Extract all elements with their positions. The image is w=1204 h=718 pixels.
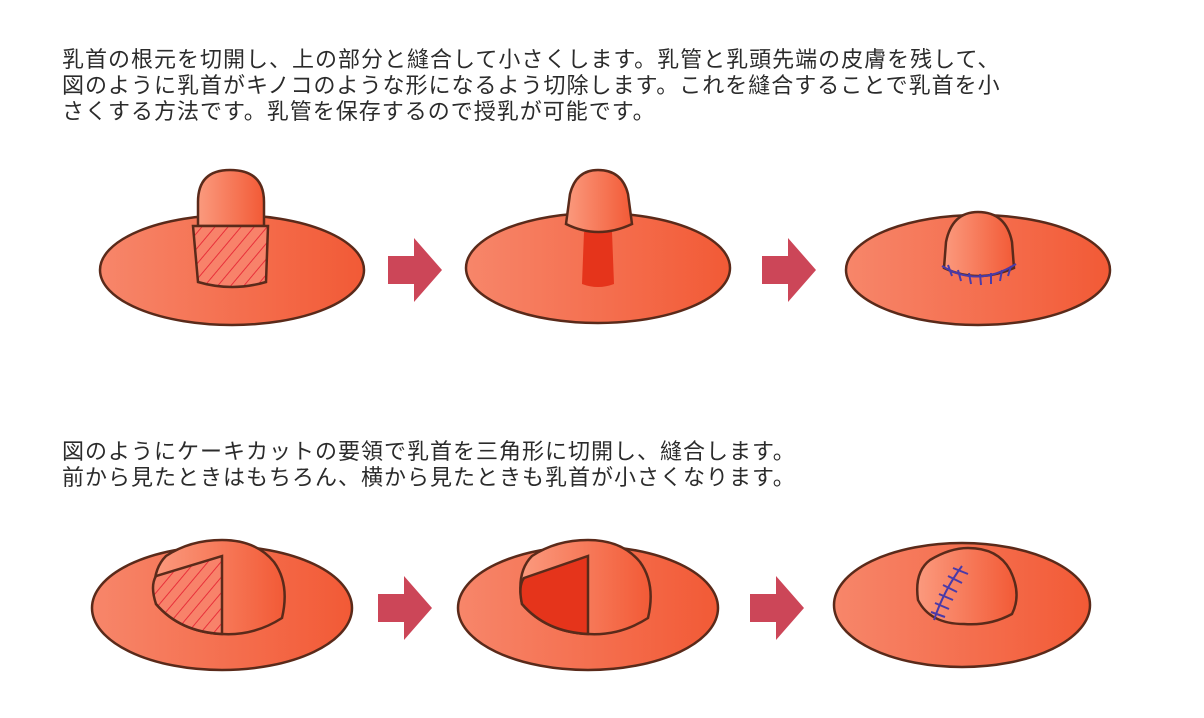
cake-cut-step-2	[456, 538, 720, 672]
excised-stalk	[582, 232, 614, 287]
mushroom-step-2	[464, 168, 732, 325]
description-line: 乳首の根元を切開し、上の部分と縫合して小さくします。乳管と乳頭先端の皮膚を残して…	[62, 48, 1001, 73]
cake-cut-step-3	[832, 541, 1092, 669]
cake-cut-step-1	[90, 538, 354, 672]
arrow-right-icon	[388, 238, 442, 302]
excised-wedge	[519, 554, 590, 636]
suture-line	[941, 263, 1017, 286]
description-line: さくする方法です。乳管を保存するので授乳が可能です。	[62, 100, 656, 125]
arrow-right-icon	[378, 576, 432, 640]
arrow-right-icon	[750, 576, 804, 640]
cake-cut-method-description: 図のようにケーキカットの要領で乳首を三角形に切開し、縫合します。 前から見たとき…	[62, 440, 796, 492]
description-line: 図のように乳首がキノコのような形になるよう切除します。これを縫合することで乳首を…	[62, 74, 1001, 99]
hatched-wedge	[151, 554, 224, 636]
description-line: 前から見たときはもちろん、横から見たときも乳首が小さくなります。	[62, 466, 796, 491]
nipple-cap	[564, 168, 634, 234]
suture-line	[930, 565, 969, 621]
reduced-nipple	[942, 210, 1016, 278]
mushroom-method-description: 乳首の根元を切開し、上の部分と縫合して小さくします。乳管と乳頭先端の皮膚を残して…	[62, 48, 1001, 126]
mushroom-step-1	[98, 168, 366, 327]
arrow-right-icon	[762, 238, 816, 302]
hatched-excision-area	[191, 224, 270, 289]
nipple-tip	[196, 168, 266, 228]
description-line: 図のようにケーキカットの要領で乳首を三角形に切開し、縫合します。	[62, 440, 796, 465]
mushroom-step-3	[844, 210, 1112, 327]
